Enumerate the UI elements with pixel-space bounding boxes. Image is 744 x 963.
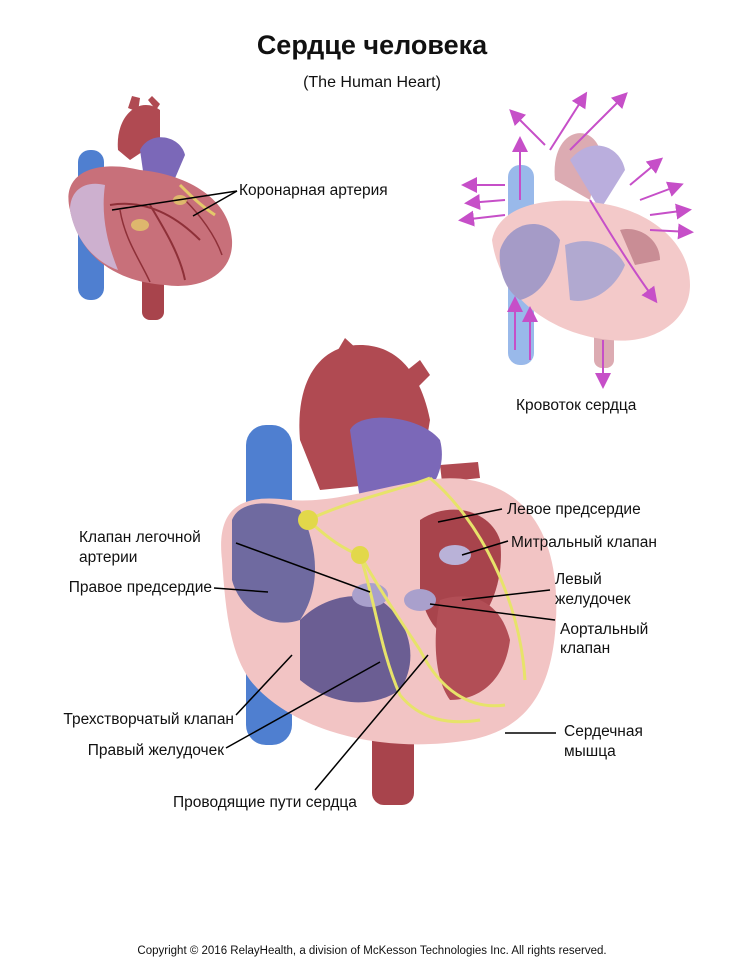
- label-left-ventricle-2: желудочек: [555, 591, 631, 608]
- external-heart-illustration: [68, 96, 233, 320]
- label-conduction-system: Проводящие пути сердца: [173, 794, 357, 811]
- label-right-ventricle: Правый желудочек: [87, 742, 224, 759]
- label-pulmonary-valve-2: артерии: [79, 549, 138, 566]
- label-aortic-valve-2: клапан: [560, 640, 611, 657]
- av-node: [351, 546, 369, 564]
- leader-left-atrium: [437, 508, 503, 523]
- coronary-leader-2: [192, 190, 238, 217]
- page-title: Сердце человека: [256, 30, 488, 60]
- label-blood-flow: Кровоток сердца: [516, 397, 637, 414]
- cross-section-heart-illustration: [221, 338, 557, 805]
- leader-left-ventricle: [461, 589, 551, 601]
- page-subtitle: (The Human Heart): [303, 74, 441, 91]
- leader-right-atrium: [213, 587, 269, 593]
- label-mitral-valve: Митральный клапан: [511, 534, 657, 551]
- leader-conduction: [314, 654, 429, 791]
- leader-tricuspid-valve: [235, 654, 293, 716]
- label-left-atrium: Левое предсердие: [507, 501, 641, 518]
- label-coronary-artery: Коронарная артерия: [239, 182, 388, 199]
- copyright-notice: Copyright © 2016 RelayHealth, a division…: [137, 945, 607, 957]
- label-right-atrium: Правое предсердие: [68, 579, 212, 596]
- coronary-leader-1: [111, 190, 238, 211]
- leader-right-ventricle: [225, 661, 381, 749]
- leader-pulmonary-valve: [235, 542, 371, 593]
- blood-flow-arrows: [458, 91, 694, 389]
- sa-node: [298, 510, 318, 530]
- leader-aortic-valve: [429, 603, 556, 621]
- label-left-ventricle-1: Левый: [555, 571, 602, 588]
- label-heart-muscle-2: мышца: [564, 743, 616, 760]
- label-tricuspid-valve: Трехстворчатый клапан: [63, 711, 234, 728]
- label-aortic-valve-1: Аортальный: [560, 621, 649, 638]
- leader-mitral-valve: [461, 540, 509, 556]
- label-pulmonary-valve-1: Клапан легочной: [79, 529, 201, 546]
- label-heart-muscle-1: Сердечная: [564, 723, 643, 740]
- blood-flow-illustration: [492, 133, 690, 368]
